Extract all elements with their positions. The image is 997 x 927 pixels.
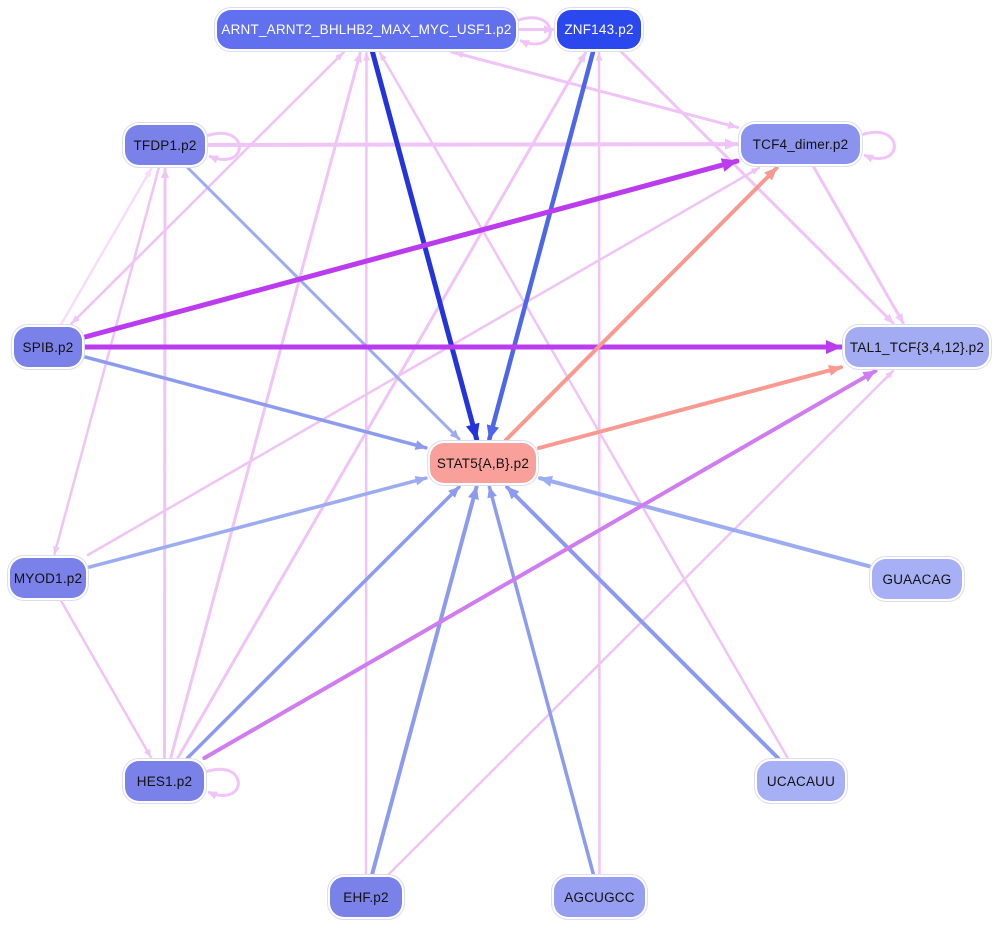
edge-EHF-STAT5	[370, 485, 479, 876]
node-SPIB[interactable]: SPIB.p2	[14, 327, 82, 367]
node-EHF[interactable]: EHF.p2	[330, 877, 402, 917]
edge-UCACAUU-STAT5	[505, 485, 780, 760]
self-loop-HES1	[204, 767, 240, 800]
node-AGCUGCC[interactable]: AGCUGCC	[554, 877, 645, 917]
node-UCACAUU[interactable]: UCACAUU	[757, 761, 845, 801]
edge-AGCUGCC-STAT5	[487, 485, 596, 876]
node-TCF4[interactable]: TCF4_dimer.p2	[741, 124, 860, 164]
node-GUAACAG[interactable]: GUAACAG	[872, 559, 962, 599]
node-label-ARNT: ARNT_ARNT2_BHLHB2_MAX_MYC_USF1.p2	[221, 22, 512, 37]
edge-MYOD1-STAT5	[87, 476, 428, 569]
node-label-TCF4: TCF4_dimer.p2	[752, 136, 849, 152]
self-loop-TCF4	[860, 130, 896, 163]
edge-TCF4-ARNT	[454, 51, 740, 129]
node-HES1[interactable]: HES1.p2	[125, 761, 204, 801]
node-label-EHF: EHF.p2	[343, 889, 389, 905]
node-TAL1[interactable]: TAL1_TCF{3,4,12}.p2	[845, 327, 989, 367]
edge-HES1-TFDP1	[160, 167, 170, 760]
edge-EHF-ARNT	[362, 51, 370, 876]
edge-STAT5-TAL1	[537, 364, 843, 450]
node-label-MYOD1: MYOD1.p2	[13, 570, 83, 586]
edge-AGCUGCC-ZNF143	[595, 51, 603, 876]
edge-ZNF143-STAT5	[486, 49, 596, 442]
self-loop-TFDP1	[205, 131, 241, 164]
edge-MYOD1-HES1	[59, 599, 152, 759]
node-TFDP1[interactable]: TFDP1.p2	[125, 125, 205, 165]
node-label-UCACAUU: UCACAUU	[766, 773, 836, 789]
edge-HES1-TAL1	[202, 369, 878, 760]
edge-TFDP1-STAT5	[186, 166, 461, 441]
node-ARNT[interactable]: ARNT_ARNT2_BHLHB2_MAX_MYC_USF1.p2	[217, 10, 516, 49]
edge-MYOD1-TCF4	[86, 166, 761, 557]
edge-TFDP1-TCF4	[206, 138, 739, 150]
edge-STAT5-TCF4	[503, 166, 779, 442]
node-label-TFDP1: TFDP1.p2	[133, 137, 197, 153]
edge-SPIB-TFDP1	[60, 167, 153, 326]
node-STAT5[interactable]: STAT5{A,B}.p2	[430, 443, 536, 483]
node-label-GUAACAG: GUAACAG	[882, 571, 952, 587]
self-loop-ARNT	[516, 16, 552, 48]
edge-HES1-STAT5	[185, 485, 461, 760]
node-label-STAT5: STAT5{A,B}.p2	[436, 455, 530, 471]
node-label-ZNF143: ZNF143.p2	[564, 22, 634, 37]
edge-UCACAUU-ARNT	[378, 51, 789, 760]
edge-SPIB-STAT5	[83, 355, 428, 450]
node-label-SPIB: SPIB.p2	[22, 339, 74, 355]
edge-TCF4-TAL1	[812, 165, 905, 325]
node-label-HES1: HES1.p2	[136, 773, 193, 789]
edge-HES1-ZNF143	[176, 51, 587, 760]
node-label-AGCUGCC: AGCUGCC	[564, 889, 635, 905]
edge-GUAACAG-STAT5	[538, 475, 871, 569]
node-label-TAL1: TAL1_TCF{3,4,12}.p2	[849, 339, 985, 355]
node-MYOD1[interactable]: MYOD1.p2	[10, 558, 86, 598]
node-ZNF143[interactable]: ZNF143.p2	[557, 10, 641, 49]
edge-SPIB-TCF4	[82, 158, 740, 340]
